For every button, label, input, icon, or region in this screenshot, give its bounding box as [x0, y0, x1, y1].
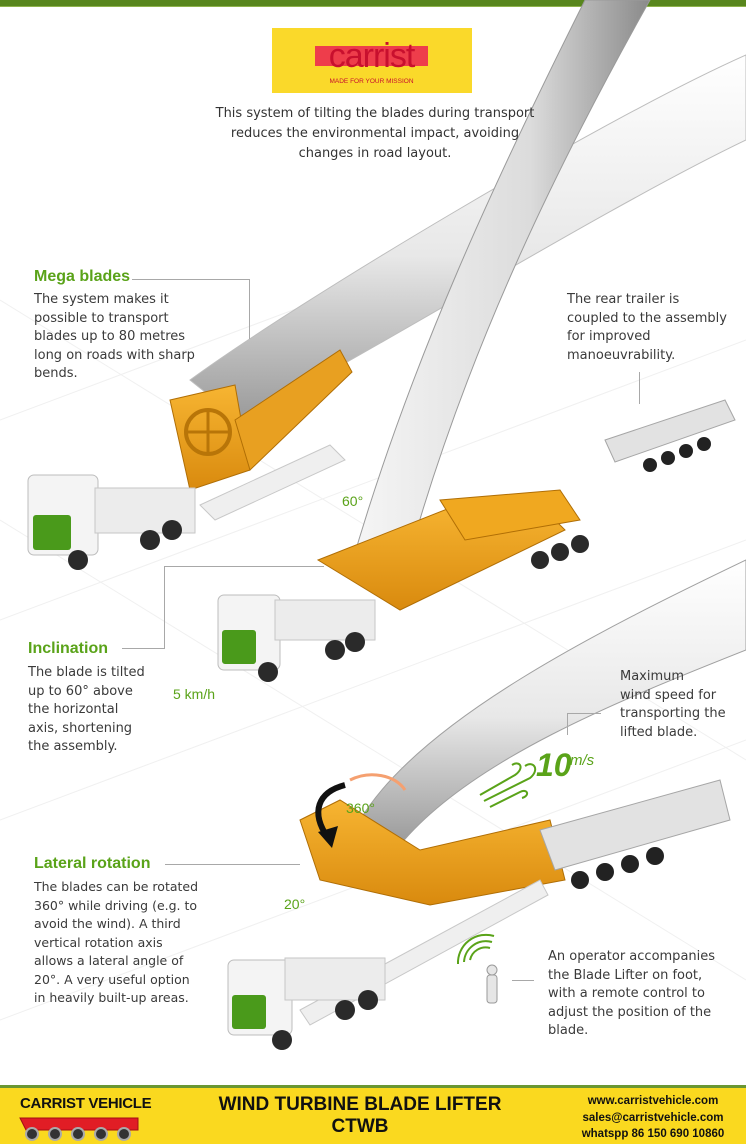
truck-1	[27, 349, 353, 570]
top-accent-bar	[0, 0, 746, 7]
lateral-angle-label: 20°	[284, 896, 306, 912]
mega-blades-connector	[132, 279, 250, 280]
wind-speed-description: Maximum wind speed for transporting the …	[620, 669, 726, 740]
wind-connector-v	[567, 713, 568, 735]
lateral-rotation-heading: Lateral rotation	[34, 855, 151, 872]
wind-speed-unit: m/s	[570, 752, 595, 769]
footer-contact: www.carristvehicle.com sales@carristvehi…	[560, 1093, 746, 1143]
footer-product-title: WIND TURBINE BLADE LIFTER CTWB	[185, 1094, 535, 1138]
footer-banner: CARRIST VEHICLE WIND TURBINE BLADE LIFTE…	[0, 1085, 746, 1144]
red-trailer-icon	[19, 1117, 139, 1141]
intro-line: This system of tilting the blades during…	[215, 106, 535, 121]
truck-3	[227, 779, 731, 1050]
rotation-arrow-icon	[315, 782, 346, 840]
inclination-connector	[164, 566, 324, 567]
inclination-heading: Inclination	[28, 640, 108, 657]
logo-wordmark: carrist	[328, 37, 416, 75]
carrist-logo: carrist MADE FOR YOUR MISSION	[272, 28, 472, 93]
intro-line: changes in road layout.	[298, 146, 452, 161]
lateral-rotation-connector	[165, 864, 300, 865]
lateral-rotation-description: The blades can be rotated 360° while dri…	[34, 879, 199, 1005]
blade-rotated	[359, 559, 746, 846]
mega-blades-description: The system makes it possible to transpor…	[34, 292, 195, 381]
rear-trailer	[604, 399, 736, 472]
footer-brand-title: CARRIST VEHICLE	[20, 1095, 152, 1112]
blade-lying	[189, 54, 746, 421]
email-link[interactable]: sales@carristvehicle.com	[582, 1111, 724, 1124]
mega-blades-connector-v	[249, 279, 250, 339]
tilt-angle-label: 60°	[342, 493, 364, 509]
wind-icon	[479, 762, 537, 808]
logo-tagline: MADE FOR YOUR MISSION	[329, 78, 414, 85]
operator-figure	[486, 964, 498, 1004]
operator-connector	[512, 980, 534, 981]
product-model: CTWB	[331, 1116, 389, 1137]
operator-description: An operator accompanies the Blade Lifter…	[548, 949, 716, 1038]
website-link[interactable]: www.carristvehicle.com	[587, 1095, 719, 1107]
remote-signal-icon	[456, 933, 495, 965]
inclination-description: The blade is tilted up to 60° above the …	[28, 665, 145, 754]
illustration	[0, 0, 746, 1050]
rotation-angle-label: 360°	[346, 800, 375, 816]
intro-line: reduces the environmental impact, avoidi…	[230, 126, 520, 141]
whatsapp-number: whatspp 86 150 690 10860	[581, 1128, 725, 1140]
mega-blades-heading: Mega blades	[34, 268, 131, 285]
rear-trailer-description: The rear trailer is coupled to the assem…	[567, 292, 727, 363]
intro-text: This system of tilting the blades during…	[210, 104, 540, 164]
truck-2	[217, 489, 589, 682]
rear-trailer-connector	[639, 372, 640, 404]
product-name: WIND TURBINE BLADE LIFTER	[218, 1094, 502, 1115]
speed-label: 5 km/h	[173, 686, 216, 702]
wind-speed-value: 10	[536, 747, 572, 783]
logo-red-band	[315, 46, 428, 66]
wind-connector	[567, 713, 601, 714]
inclination-connector-v	[164, 566, 165, 649]
inclination-connector-h	[122, 648, 165, 649]
